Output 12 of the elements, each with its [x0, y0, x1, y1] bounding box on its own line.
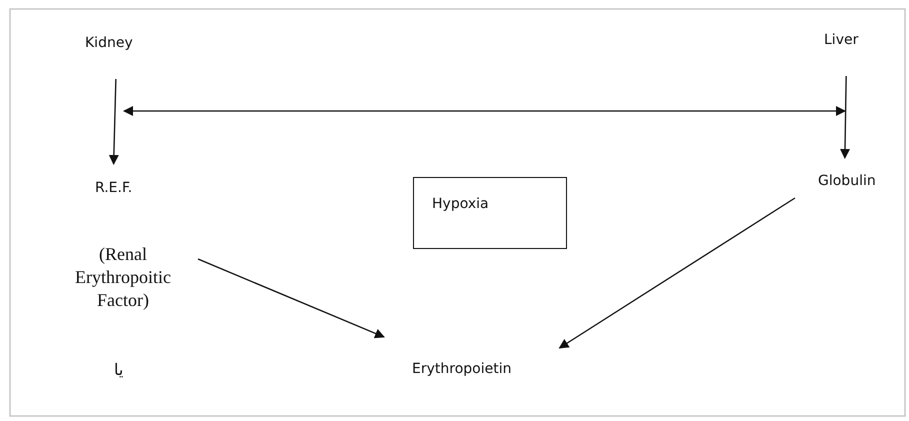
node-label: Globulin [818, 173, 876, 189]
node-label: (Renal Erythropoitic Factor) [68, 243, 178, 313]
arrow [840, 76, 850, 159]
node-label: Erythropoietin [412, 361, 512, 377]
node-label: Liver [824, 32, 858, 48]
node-label: R.E.F. [95, 180, 132, 196]
process-box: Hypoxia [413, 177, 567, 249]
arrow [198, 258, 385, 338]
arrow [558, 197, 796, 349]
arrow [108, 78, 119, 165]
node-label: Kidney [85, 35, 133, 51]
script-label: يا [114, 360, 124, 379]
